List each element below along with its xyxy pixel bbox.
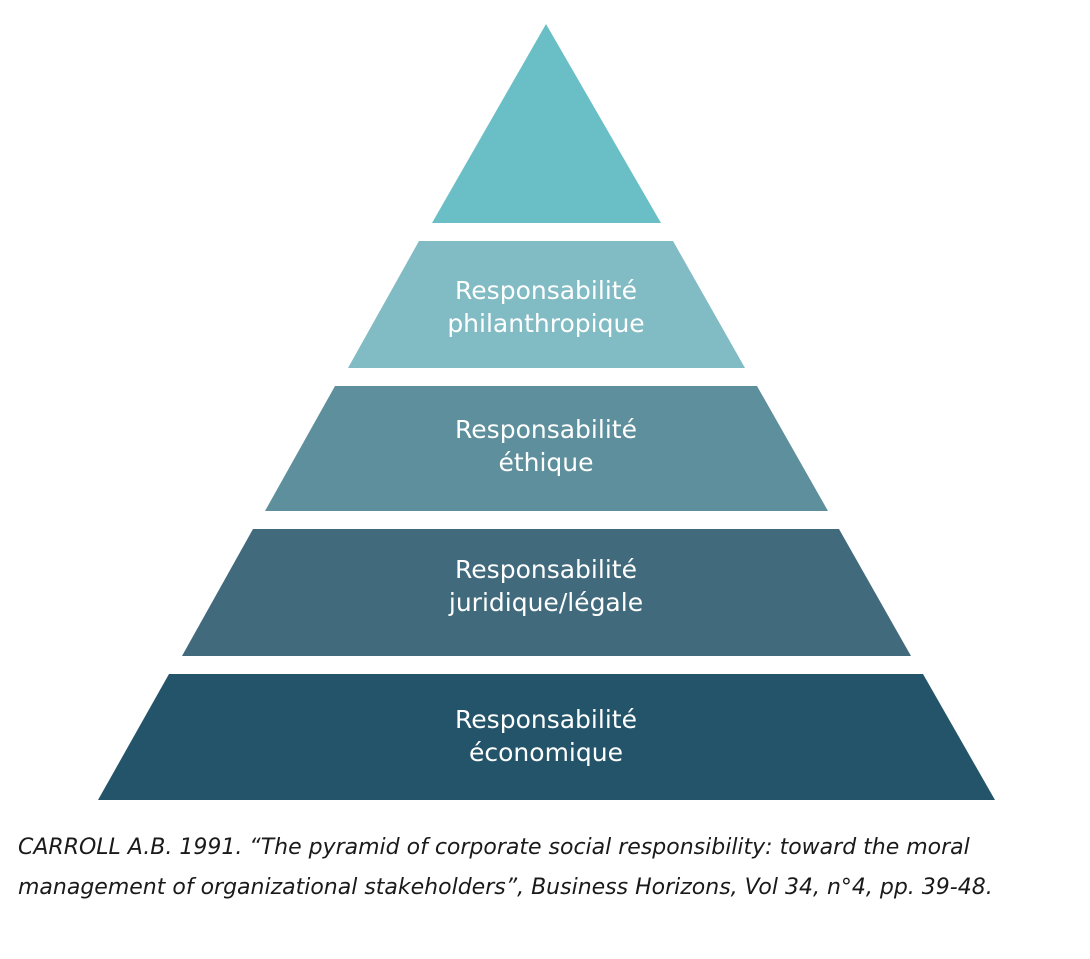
tier-economic: [98, 674, 995, 800]
csr-pyramid: Responsabilité philanthropique Responsab…: [98, 24, 995, 800]
source-citation: CARROLL A.B. 1991. “The pyramid of corpo…: [18, 835, 993, 900]
tier-economic-label-line2: économique: [469, 738, 623, 767]
tier-ethical: [265, 386, 828, 511]
tier-philanthropic: [348, 241, 745, 368]
tier-legal-label-line2: juridique/légale: [448, 588, 643, 617]
tier-economic-label-line1: Responsabilité: [455, 705, 637, 734]
tier-philanthropic-label-line2: philanthropique: [447, 309, 644, 338]
tier-legal: [182, 529, 911, 656]
tier-legal-label-line1: Responsabilité: [455, 555, 637, 584]
tier-philanthropic-label-line1: Responsabilité: [455, 276, 637, 305]
tier-ethical-label-line2: éthique: [498, 448, 593, 477]
pyramid-apex: [432, 24, 661, 223]
tier-ethical-label-line1: Responsabilité: [455, 415, 637, 444]
